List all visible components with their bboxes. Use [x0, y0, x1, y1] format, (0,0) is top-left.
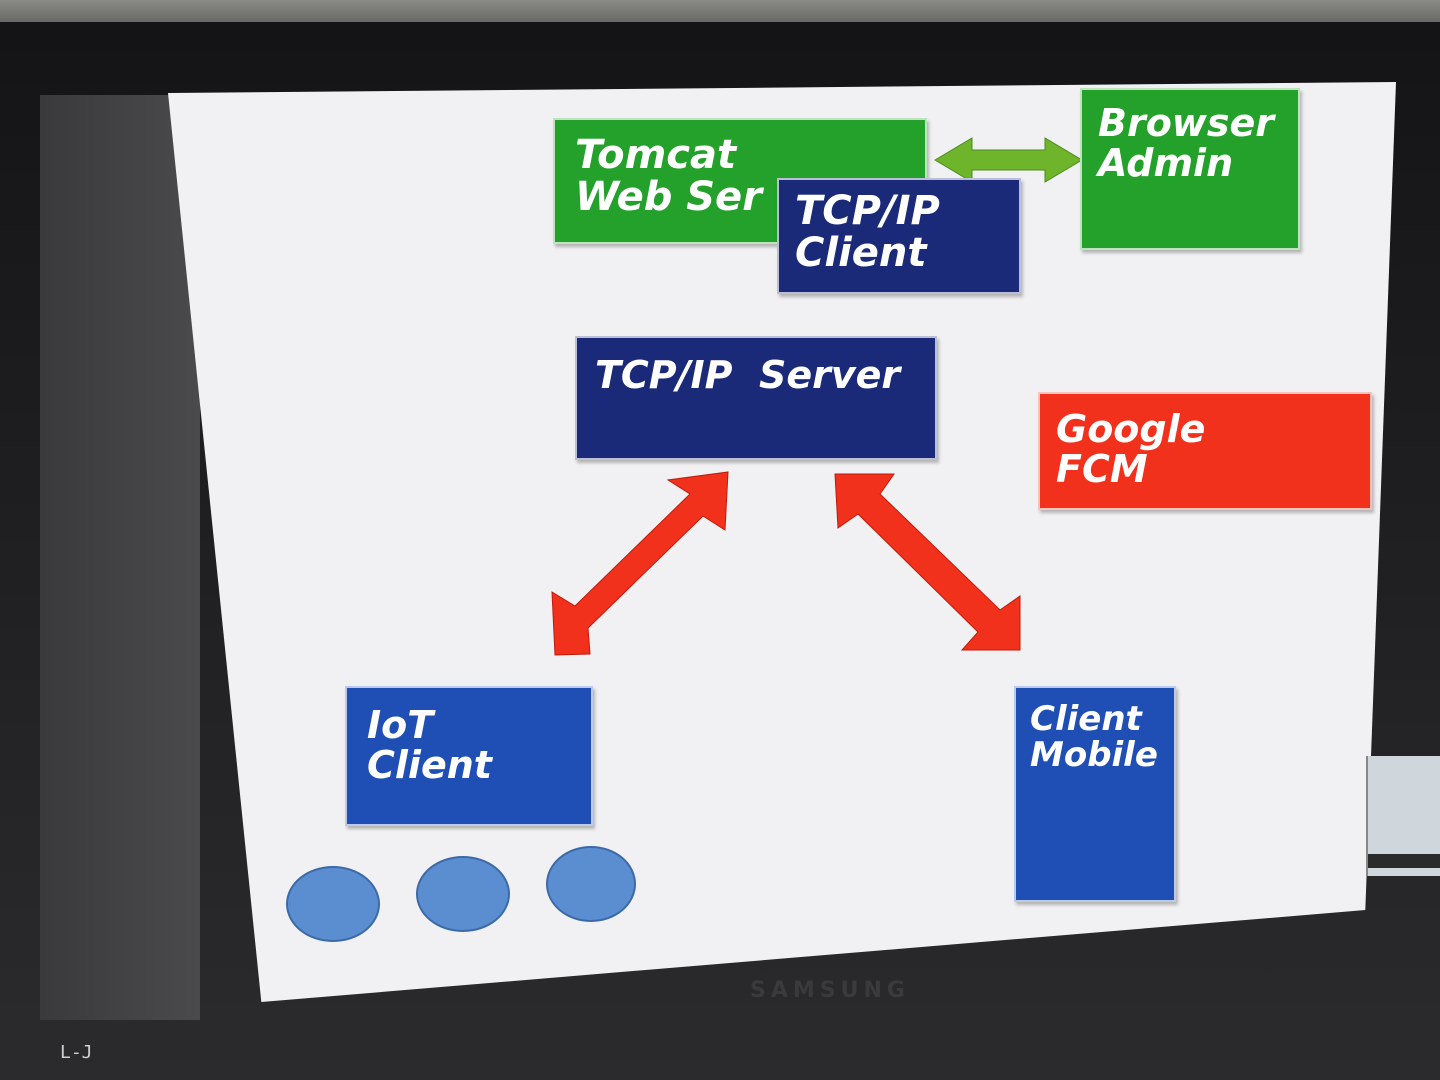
iot-device-circle	[286, 866, 380, 942]
iot-device-circle	[546, 846, 636, 922]
tcp-ip-client-box: TCP/IP Client	[777, 178, 1021, 294]
fcm-line-2: FCM	[1056, 446, 1148, 491]
monitor-brand-logo: SAMSUNG	[750, 978, 910, 1003]
side-window-thumbnail	[1366, 756, 1440, 876]
corner-mark: L-J	[60, 1042, 93, 1063]
browser-line-1: Browser	[1098, 101, 1275, 145]
tcp-ip-server-box: TCP/IP Server	[575, 336, 937, 460]
thumbnail-label-strip	[1368, 854, 1440, 868]
tcp-client-line-2: Client	[795, 230, 927, 276]
google-fcm-box: Google FCM	[1038, 392, 1372, 510]
tcp-client-line-1: TCP/IP	[795, 188, 940, 234]
iot-line-2: Client	[367, 742, 492, 787]
fcm-line-1: Google	[1056, 407, 1206, 451]
iot-device-circle	[416, 856, 510, 932]
client-mobile-box: Client Mobile	[1014, 686, 1176, 902]
mobile-line-2: Mobile	[1030, 734, 1158, 775]
server-line-1: TCP/IP Server	[595, 353, 901, 397]
browser-line-2: Admin	[1098, 140, 1234, 185]
screen-left-margin	[40, 95, 200, 1020]
iot-client-box: IoT Client	[345, 686, 593, 826]
browser-admin-box: Browser Admin	[1080, 88, 1300, 250]
tomcat-line-1: Tomcat	[575, 132, 737, 178]
mobile-line-1: Client	[1030, 699, 1142, 739]
tomcat-line-2: Web Ser	[575, 174, 762, 220]
iot-line-1: IoT	[367, 703, 434, 747]
